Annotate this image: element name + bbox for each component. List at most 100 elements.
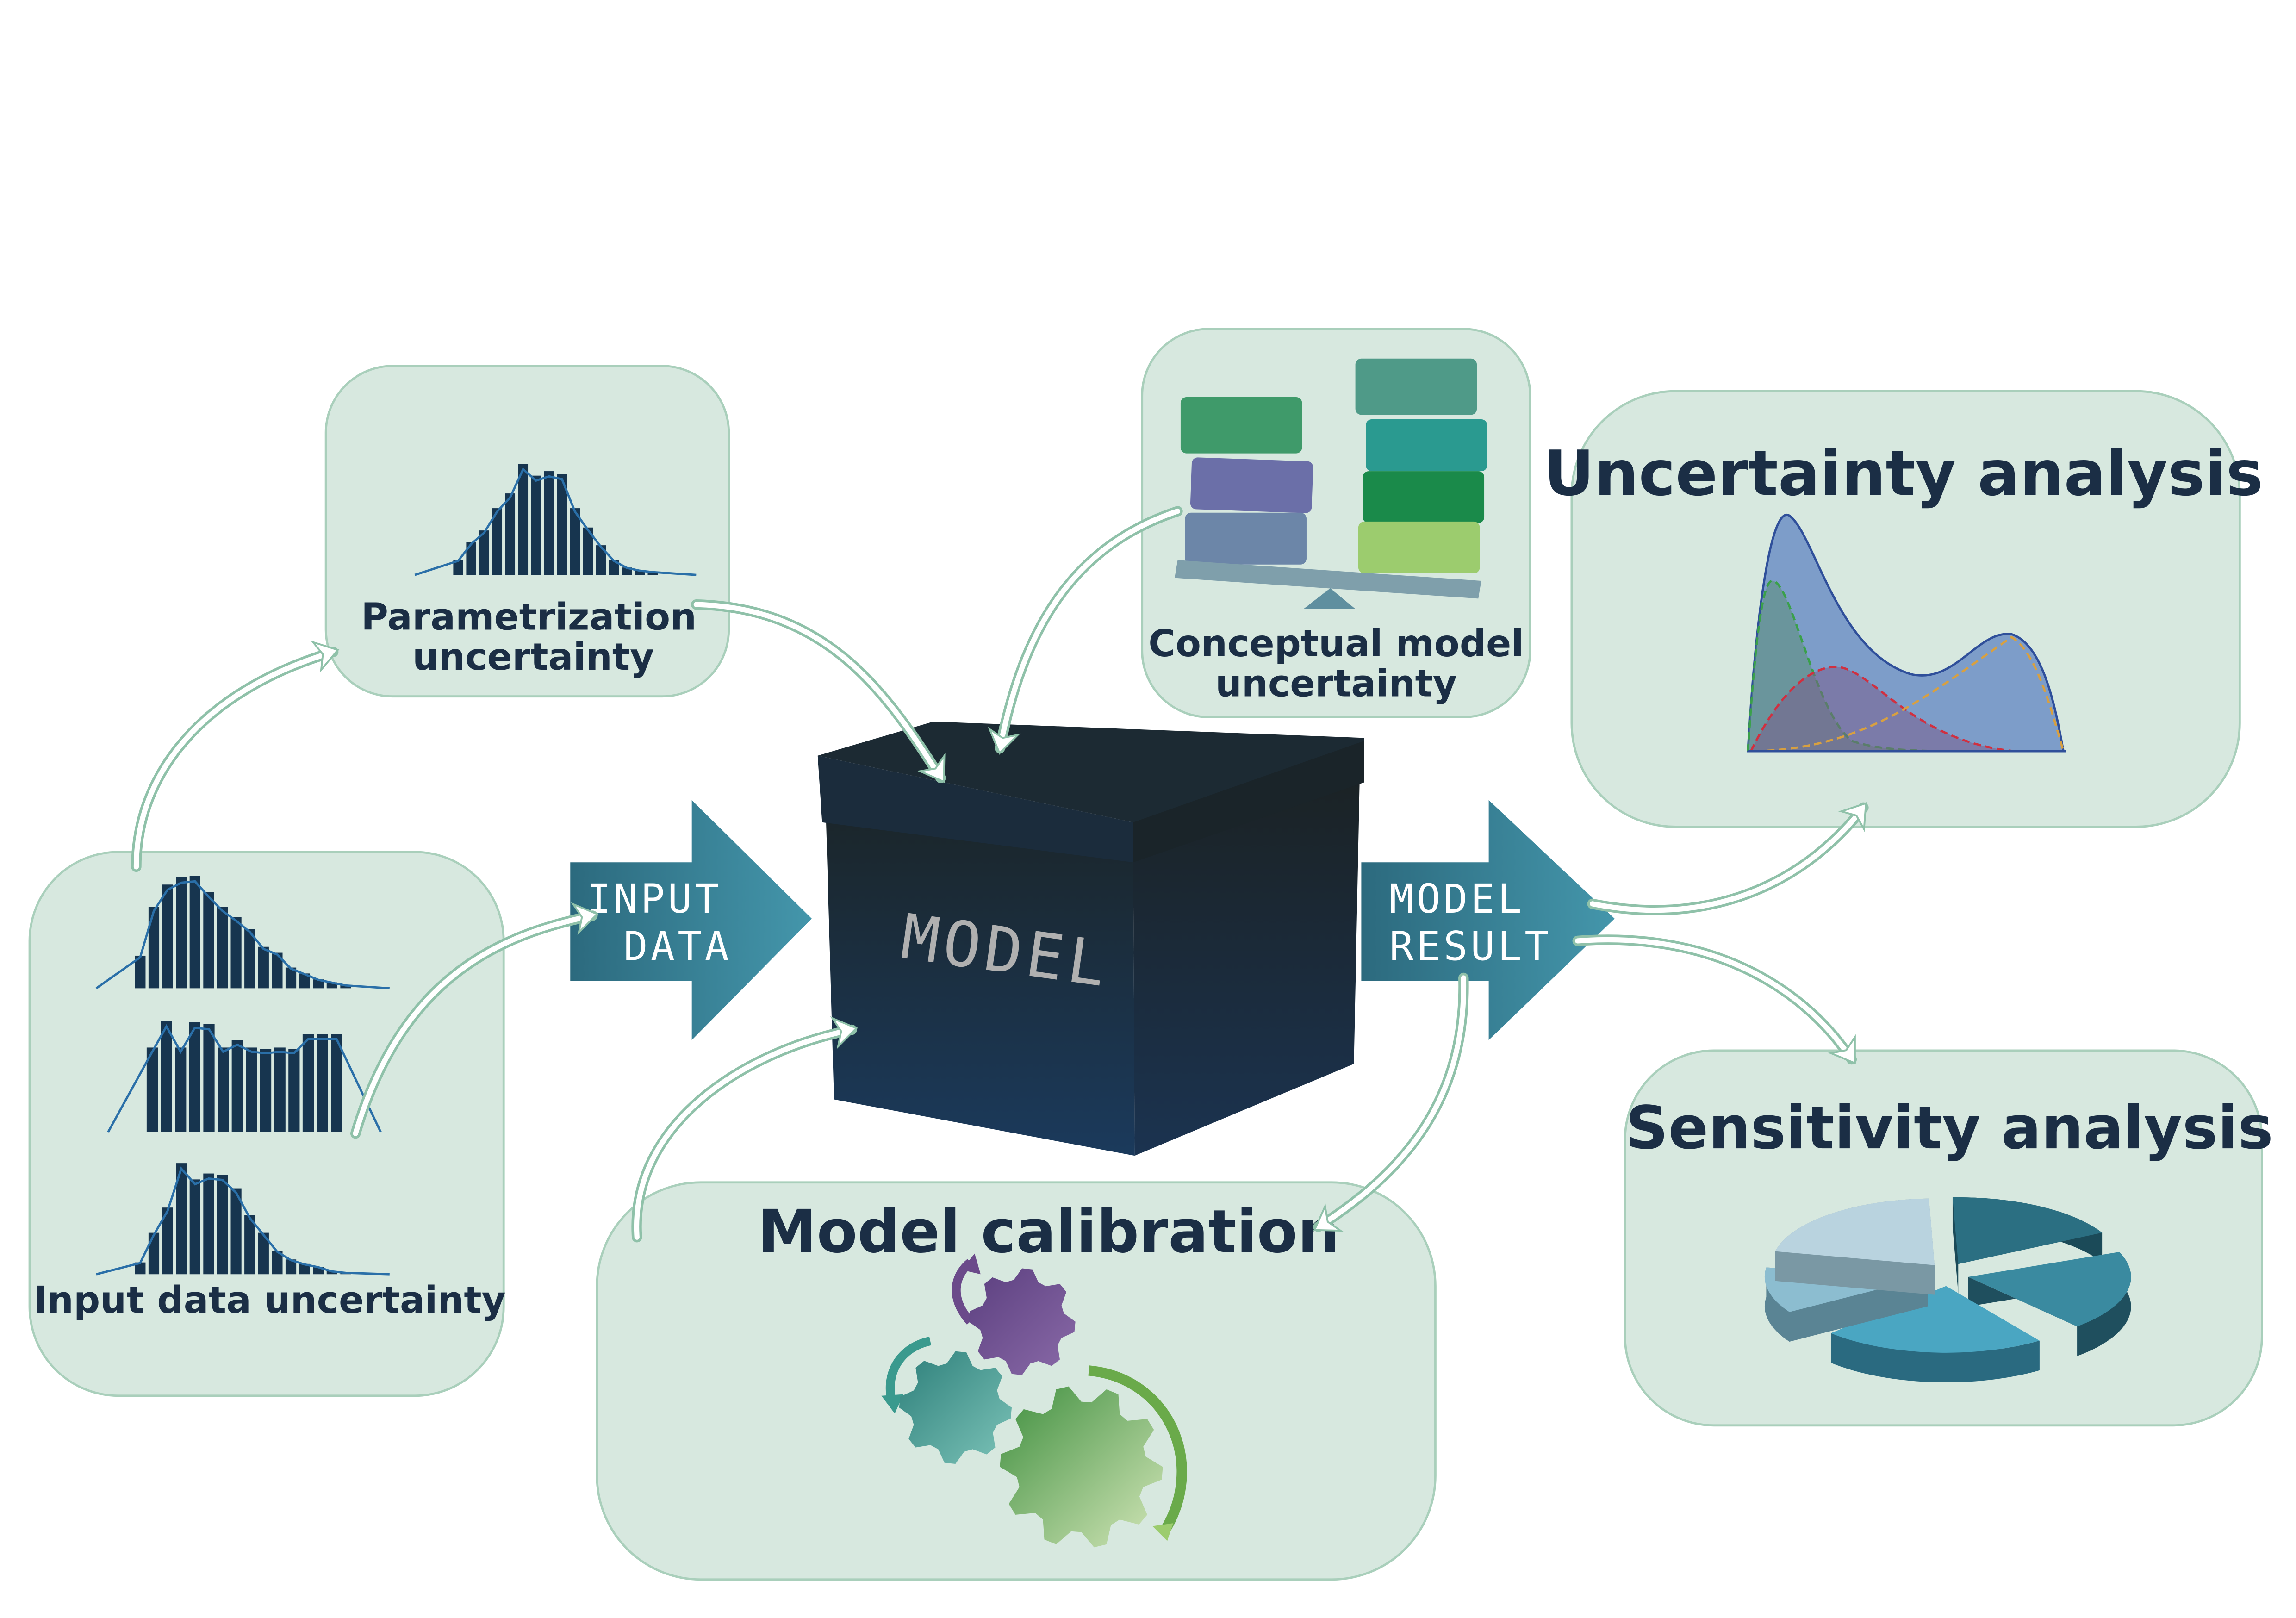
arrow-head-icon xyxy=(1590,802,1867,913)
histogram-bar xyxy=(244,929,255,989)
arrow-head-icon xyxy=(133,640,340,870)
histogram-bar xyxy=(175,1047,187,1132)
density-curves-icon xyxy=(1747,514,2066,753)
histogram-bar xyxy=(231,1040,243,1132)
histogram-bar xyxy=(189,876,200,989)
histogram-bar xyxy=(161,1021,172,1132)
histogram-bar xyxy=(135,955,146,989)
histogram-bar xyxy=(317,1034,328,1132)
density-curve xyxy=(95,880,390,989)
histogram-bar xyxy=(258,946,269,989)
histogram-bar xyxy=(479,530,490,575)
density-curve xyxy=(107,1024,382,1133)
histogram-bar xyxy=(340,985,351,989)
conceptual-model-uncertainty-panel: Conceptual model uncertainty xyxy=(1141,328,1531,718)
histogram-bar xyxy=(230,1188,242,1275)
histogram-bar xyxy=(302,1034,314,1132)
histogram-2 xyxy=(107,1021,382,1133)
histogram-bar xyxy=(285,1259,297,1275)
parametrization-uncertainty-panel: Parametrization uncertainty xyxy=(324,365,730,698)
histogram-bar xyxy=(518,464,529,575)
histogram-bar xyxy=(148,1232,160,1275)
histogram-bar xyxy=(544,471,554,575)
input-data-uncertainty-panel: Input data uncertainty xyxy=(28,851,506,1397)
histogram-bar xyxy=(176,1163,187,1275)
pie-slice xyxy=(1968,1252,2131,1327)
histogram-1 xyxy=(95,876,390,989)
histogram-bar xyxy=(135,1262,146,1275)
histogram-bar xyxy=(189,1022,201,1132)
histogram-bar xyxy=(246,1047,257,1132)
conceptual-label-line2: uncertainty xyxy=(1215,662,1457,705)
purple-gear xyxy=(969,1268,1076,1375)
arrow-calibration-to-model xyxy=(631,1016,858,1243)
teal-gear xyxy=(899,1351,1012,1464)
model-result-line2: RESULT xyxy=(1389,924,1552,970)
density-curve xyxy=(414,467,697,576)
model-black-box: MODEL xyxy=(817,722,1364,1156)
histogram-bar xyxy=(531,475,541,575)
histogram-bar xyxy=(189,1179,200,1275)
pie-slice xyxy=(1775,1198,1935,1265)
model-result-arrow: MODEL RESULT xyxy=(1361,800,1615,1040)
pie-chart-icon xyxy=(1764,1197,2131,1382)
parametrization-label-line1: Parametrization xyxy=(361,596,697,639)
arrow-input-to-model xyxy=(350,902,599,1139)
histogram-bar xyxy=(505,493,516,575)
sensitivity-analysis-panel: Sensitivity analysis xyxy=(1624,1049,2273,1427)
histogram-bar xyxy=(331,1034,342,1132)
input-data-uncertainty-label: Input data uncertainty xyxy=(33,1278,505,1321)
histogram-bar xyxy=(466,542,477,575)
histogram-bar xyxy=(176,877,187,989)
histogram-bar xyxy=(203,1173,214,1275)
histogram-bar xyxy=(285,967,297,989)
sensitivity-analysis-title: Sensitivity analysis xyxy=(1625,1094,2273,1163)
histogram-bar xyxy=(258,1232,269,1275)
density-curve xyxy=(96,1166,390,1276)
histogram-bar xyxy=(570,508,580,575)
histogram-bar xyxy=(453,560,464,575)
histogram-bar xyxy=(313,979,324,989)
uncertainty-analysis-panel: Uncertainty analysis xyxy=(1544,390,2263,828)
parameter-histogram xyxy=(414,464,697,576)
histogram-bar xyxy=(326,1271,337,1275)
histogram-bar xyxy=(635,570,645,575)
arrow-result-to-uncertainty xyxy=(1587,802,1869,915)
histogram-bar xyxy=(299,973,310,989)
arrow-input-to-parametrization xyxy=(131,640,340,872)
histogram-bar xyxy=(217,907,228,989)
arrow-head-icon xyxy=(1313,975,1467,1232)
histogram-3 xyxy=(96,1163,390,1276)
histogram-bar xyxy=(203,1024,215,1132)
gears-icon xyxy=(881,1253,1187,1548)
flow-arrows xyxy=(131,506,1869,1243)
histogram-bar xyxy=(274,1047,286,1132)
histogram-bar xyxy=(146,1047,158,1132)
histogram-bar xyxy=(609,560,619,575)
histogram-bar xyxy=(557,474,567,575)
arrow-head-icon xyxy=(634,1016,858,1240)
histogram-bar xyxy=(272,1251,283,1275)
histogram-bar xyxy=(162,1207,173,1275)
histogram-bar xyxy=(217,1175,228,1275)
uncertainty-analysis-title: Uncertainty analysis xyxy=(1544,437,2263,510)
arrow-parametrization-to-model xyxy=(691,599,946,783)
histogram-bar xyxy=(260,1049,272,1132)
input-data-line2: DATA xyxy=(623,924,732,970)
histogram-bar xyxy=(230,917,242,989)
histogram-bar xyxy=(288,1049,300,1132)
input-data-line1: INPUT xyxy=(586,876,722,922)
arrow-outline xyxy=(131,647,339,872)
arrow-conceptual-to-model xyxy=(988,506,1183,755)
histogram-bar xyxy=(583,527,593,575)
arrow-head-icon xyxy=(693,602,946,783)
histogram-bar xyxy=(162,884,173,989)
histogram-bar xyxy=(203,892,214,989)
arrow-head-icon xyxy=(1575,937,1856,1065)
histogram-bar xyxy=(148,907,160,989)
conceptual-label-line1: Conceptual model xyxy=(1148,622,1524,665)
arrow-result-to-sensitivity xyxy=(1572,934,1857,1065)
histogram-bar xyxy=(596,545,606,575)
histogram-bar xyxy=(647,572,658,575)
